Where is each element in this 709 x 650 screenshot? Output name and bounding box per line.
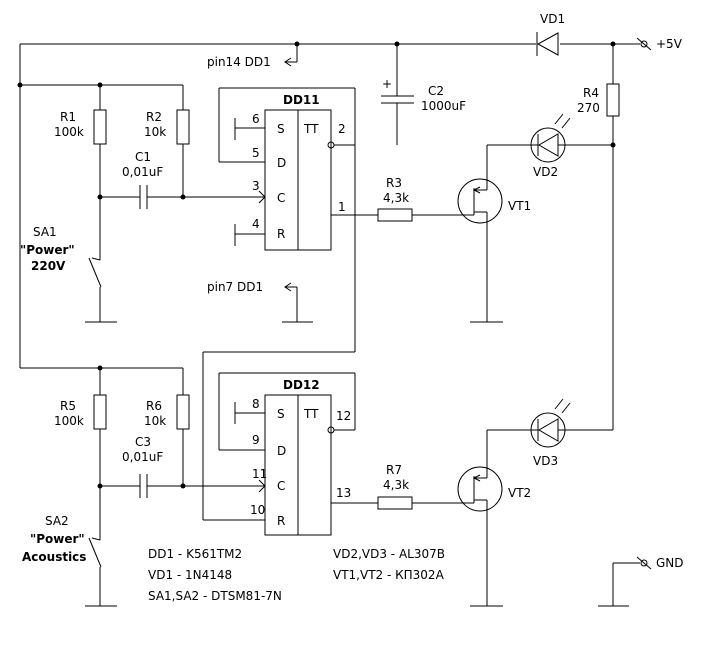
svg-text:6: 6 — [252, 112, 260, 126]
svg-text:R7: R7 — [386, 463, 402, 477]
svg-text:VT2: VT2 — [508, 486, 531, 500]
svg-text:4,3k: 4,3k — [383, 191, 409, 205]
r1-r2-network: R1 100k R2 10k C1 0,01uF — [20, 82, 266, 260]
svg-text:C1: C1 — [135, 150, 151, 164]
svg-text:100k: 100k — [54, 125, 84, 139]
svg-text:R: R — [277, 227, 285, 241]
svg-text:R1: R1 — [60, 110, 76, 124]
pin14-label: pin14 DD1 — [207, 44, 298, 69]
svg-text:"Power": "Power" — [30, 532, 85, 546]
svg-text:R2: R2 — [146, 110, 162, 124]
svg-text:Acoustics: Acoustics — [22, 550, 86, 564]
svg-text:VD2,VD3 - AL307B: VD2,VD3 - AL307B — [333, 547, 445, 561]
svg-text:R5: R5 — [60, 399, 76, 413]
svg-text:SA1: SA1 — [33, 225, 57, 239]
top-rail — [17, 41, 640, 368]
gnd-terminal: GND — [598, 556, 684, 607]
svg-text:3: 3 — [252, 179, 260, 193]
r3-resistor: R3 4,3k — [377, 176, 456, 222]
c2-capacitor: + C2 1000uF — [381, 44, 466, 145]
svg-text:VT1,VT2 - КП302A: VT1,VT2 - КП302A — [333, 568, 445, 582]
svg-text:12: 12 — [336, 409, 351, 423]
svg-text:S: S — [277, 407, 285, 421]
vt2-transistor: VT2 — [456, 430, 531, 607]
svg-text:S: S — [277, 122, 285, 136]
svg-text:220V: 220V — [31, 259, 66, 273]
svg-text:GND: GND — [656, 556, 684, 570]
r7-resistor: R7 4,3k — [377, 463, 456, 510]
svg-text:DD12: DD12 — [283, 378, 320, 392]
svg-text:8: 8 — [252, 397, 260, 411]
svg-text:R3: R3 — [386, 176, 402, 190]
vd2-led: VD2 — [487, 113, 613, 179]
svg-text:10k: 10k — [144, 125, 166, 139]
parts-list: DD1 - K561TM2 VD1 - 1N4148 SA1,SA2 - DTS… — [148, 547, 445, 603]
svg-text:4,3k: 4,3k — [383, 478, 409, 492]
pin7-label: pin7 DD1 — [207, 280, 313, 323]
svg-text:100k: 100k — [54, 414, 84, 428]
svg-text:1000uF: 1000uF — [421, 99, 466, 113]
svg-text:pin14 DD1: pin14 DD1 — [207, 55, 271, 69]
vt1-transistor: VT1 — [456, 145, 531, 323]
svg-text:TT: TT — [303, 407, 319, 421]
svg-text:VD3: VD3 — [533, 454, 558, 468]
svg-text:VD1: VD1 — [540, 12, 565, 26]
svg-text:VD2: VD2 — [533, 165, 558, 179]
plus5v-terminal: +5V — [636, 37, 683, 51]
svg-text:11: 11 — [252, 467, 267, 481]
r4-resistor: R4 270 — [577, 44, 620, 430]
svg-text:VD1 - 1N4148: VD1 - 1N4148 — [148, 568, 232, 582]
sa2-switch: SA2 "Power" Acoustics — [22, 514, 117, 607]
dd12-flipflop: DD12 S D C R TT 8 9 11 10 12 13 — [218, 372, 378, 536]
svg-text:D: D — [277, 444, 286, 458]
bottom-rail — [20, 351, 355, 521]
svg-text:C2: C2 — [428, 84, 444, 98]
svg-text:+: + — [382, 77, 392, 91]
svg-text:R6: R6 — [146, 399, 162, 413]
svg-text:270: 270 — [577, 101, 600, 115]
svg-text:R: R — [277, 514, 285, 528]
svg-text:5: 5 — [252, 146, 260, 160]
svg-text:R4: R4 — [583, 86, 599, 100]
svg-text:2: 2 — [338, 122, 346, 136]
svg-text:"Power": "Power" — [20, 243, 75, 257]
svg-text:D: D — [277, 156, 286, 170]
svg-text:C: C — [277, 479, 285, 493]
r5-r6-network: R5 100k R6 10k C3 0,01uF — [54, 368, 266, 540]
svg-text:C: C — [277, 191, 285, 205]
svg-text:SA2: SA2 — [45, 514, 69, 528]
svg-text:4: 4 — [252, 217, 260, 231]
svg-text:VT1: VT1 — [508, 199, 531, 213]
svg-text:+5V: +5V — [656, 37, 683, 51]
svg-text:DD11: DD11 — [283, 93, 320, 107]
svg-text:0,01uF: 0,01uF — [122, 450, 163, 464]
svg-text:1: 1 — [338, 200, 346, 214]
svg-text:SA1,SA2 - DTSM81-7N: SA1,SA2 - DTSM81-7N — [148, 589, 282, 603]
sa1-switch: SA1 "Power" 220V — [20, 225, 117, 323]
svg-text:TT: TT — [303, 122, 319, 136]
svg-text:pin7 DD1: pin7 DD1 — [207, 280, 263, 294]
svg-text:10: 10 — [250, 503, 265, 517]
vd1-diode: VD1 — [536, 12, 565, 56]
svg-text:10k: 10k — [144, 414, 166, 428]
dd11-flipflop: DD11 S D C R TT 6 5 3 4 2 1 — [218, 87, 378, 352]
svg-text:0,01uF: 0,01uF — [122, 165, 163, 179]
svg-text:DD1 - K561TM2: DD1 - K561TM2 — [148, 547, 242, 561]
svg-text:C3: C3 — [135, 435, 151, 449]
vd3-led: VD3 — [487, 398, 613, 468]
svg-text:13: 13 — [336, 486, 351, 500]
svg-text:9: 9 — [252, 433, 260, 447]
